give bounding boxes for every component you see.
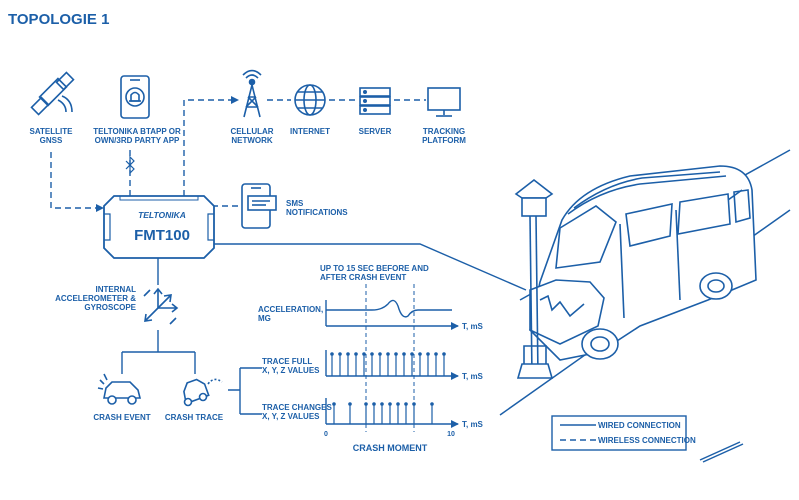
crash-trace-label: CRASH TRACE <box>165 413 224 422</box>
trace-changes-label-2: X, Y, Z VALUES <box>262 412 320 421</box>
trace-full-samples <box>331 354 445 376</box>
page-title: TOPOLOGIE 1 <box>8 11 109 28</box>
trace-full-label: TRACE FULL <box>262 357 312 366</box>
cellular-label-2: NETWORK <box>231 136 273 145</box>
link-device-cellular <box>183 96 239 196</box>
trace-changes-samples <box>333 404 433 424</box>
lamppost-icon <box>514 178 554 379</box>
link-satellite-device <box>50 152 104 212</box>
acceleration-label: ACCELERATION, <box>258 305 323 314</box>
accelerometer-label-3: GYROSCOPE <box>84 303 136 312</box>
sms-phone-icon <box>241 183 277 229</box>
link-accelerometer-tree <box>121 330 196 374</box>
smartphone-bell-icon <box>120 75 150 119</box>
crash-moment-label: CRASH MOMENT <box>353 443 428 453</box>
cellular-label: CELLULAR <box>230 127 273 136</box>
acceleration-label-2: MG <box>258 314 271 323</box>
link-device-vehicle <box>212 243 527 291</box>
monitor-icon <box>427 87 461 117</box>
car-trace-icon <box>183 378 223 407</box>
x-axis-start: 0 <box>324 431 328 438</box>
trace-full-label-2: X, Y, Z VALUES <box>262 366 320 375</box>
app-label: TELTONIKA BTAPP OR <box>93 127 181 136</box>
server-label: SERVER <box>359 127 392 136</box>
trace-changes-label: TRACE CHANGES <box>262 403 332 412</box>
axes-icon <box>143 287 179 325</box>
trace-changes-sample-dots <box>332 402 434 406</box>
device-brand: TELTONIKA <box>138 210 186 220</box>
accelerometer-label-2: ACCELEROMETER & <box>55 294 136 303</box>
crashed-van-icon <box>529 165 757 361</box>
satellite-icon <box>30 71 75 116</box>
trace-full-sample-dots <box>330 352 446 356</box>
x-axis-end: 10 <box>447 431 455 438</box>
legend: WIRED CONNECTION WIRELESS CONNECTION <box>551 415 696 451</box>
legend-wired-label: WIRED CONNECTION <box>598 421 681 430</box>
internet-label: INTERNET <box>290 127 330 136</box>
window-note: UP TO 15 SEC BEFORE AND <box>320 264 429 273</box>
sms-label: SMS <box>286 199 304 208</box>
satellite-label: SATELLITE <box>30 127 74 136</box>
fmt100-device: TELTONIKA FMT100 <box>103 195 215 259</box>
crash-event-label: CRASH EVENT <box>93 413 150 422</box>
window-note-2: AFTER CRASH EVENT <box>320 273 406 282</box>
bluetooth-icon <box>125 155 135 175</box>
server-icon <box>359 87 391 115</box>
device-model: FMT100 <box>134 227 190 244</box>
cell-tower-icon <box>242 69 262 118</box>
acceleration-axis-unit: T, mS <box>462 322 484 331</box>
app-label-2: OWN/3RD PARTY APP <box>95 136 180 145</box>
trace-full-axis-unit: T, mS <box>462 372 484 381</box>
crashed-car-icon <box>97 373 142 405</box>
accelerometer-label: INTERNAL <box>96 285 137 294</box>
globe-icon <box>294 84 326 116</box>
satellite-label-2: GNSS <box>40 136 63 145</box>
trace-changes-axis-unit: T, mS <box>462 420 484 429</box>
tracking-label-2: PLATFORM <box>422 136 466 145</box>
sms-label-2: NOTIFICATIONS <box>286 208 348 217</box>
link-trace-bracket <box>228 367 262 415</box>
acceleration-curve <box>326 299 452 318</box>
legend-wireless-label: WIRELESS CONNECTION <box>598 436 696 445</box>
tracking-label: TRACKING <box>423 127 465 136</box>
